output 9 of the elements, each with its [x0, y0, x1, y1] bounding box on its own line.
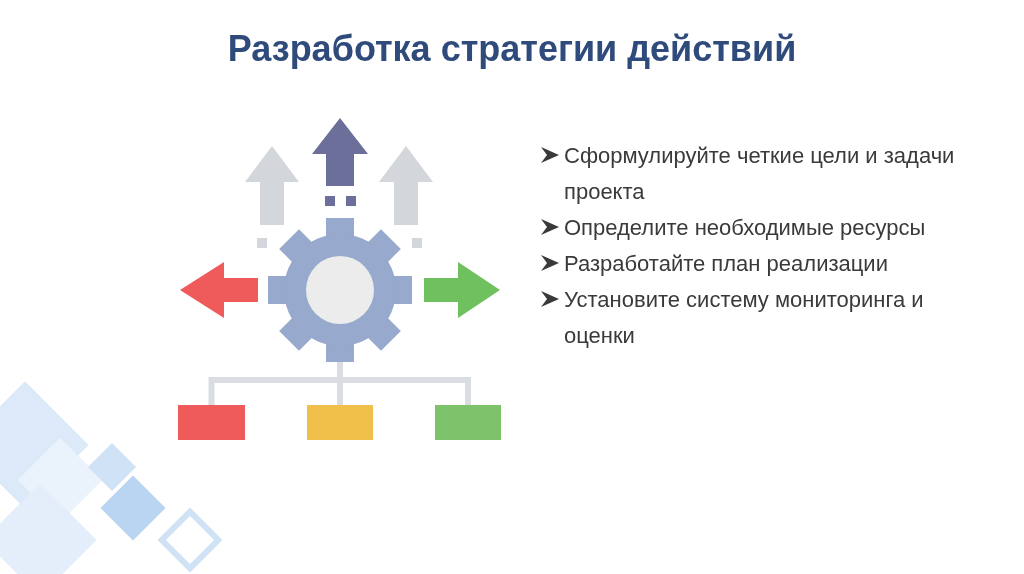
- bullet-text: Разработайте план реализации: [564, 250, 888, 278]
- colored-box: [178, 405, 245, 440]
- title: Разработка стратегии действий: [226, 27, 798, 71]
- bullet-text: Установите систему мониторинга и оценки: [564, 286, 925, 350]
- bullet-text: Определите необходимые ресурсы: [564, 214, 926, 242]
- colored-box: [435, 405, 501, 440]
- gear-icon: [268, 218, 412, 362]
- colored-box: [307, 405, 373, 440]
- bullet-text: Сформулируйте четкие цели и задачи проекта: [564, 142, 956, 206]
